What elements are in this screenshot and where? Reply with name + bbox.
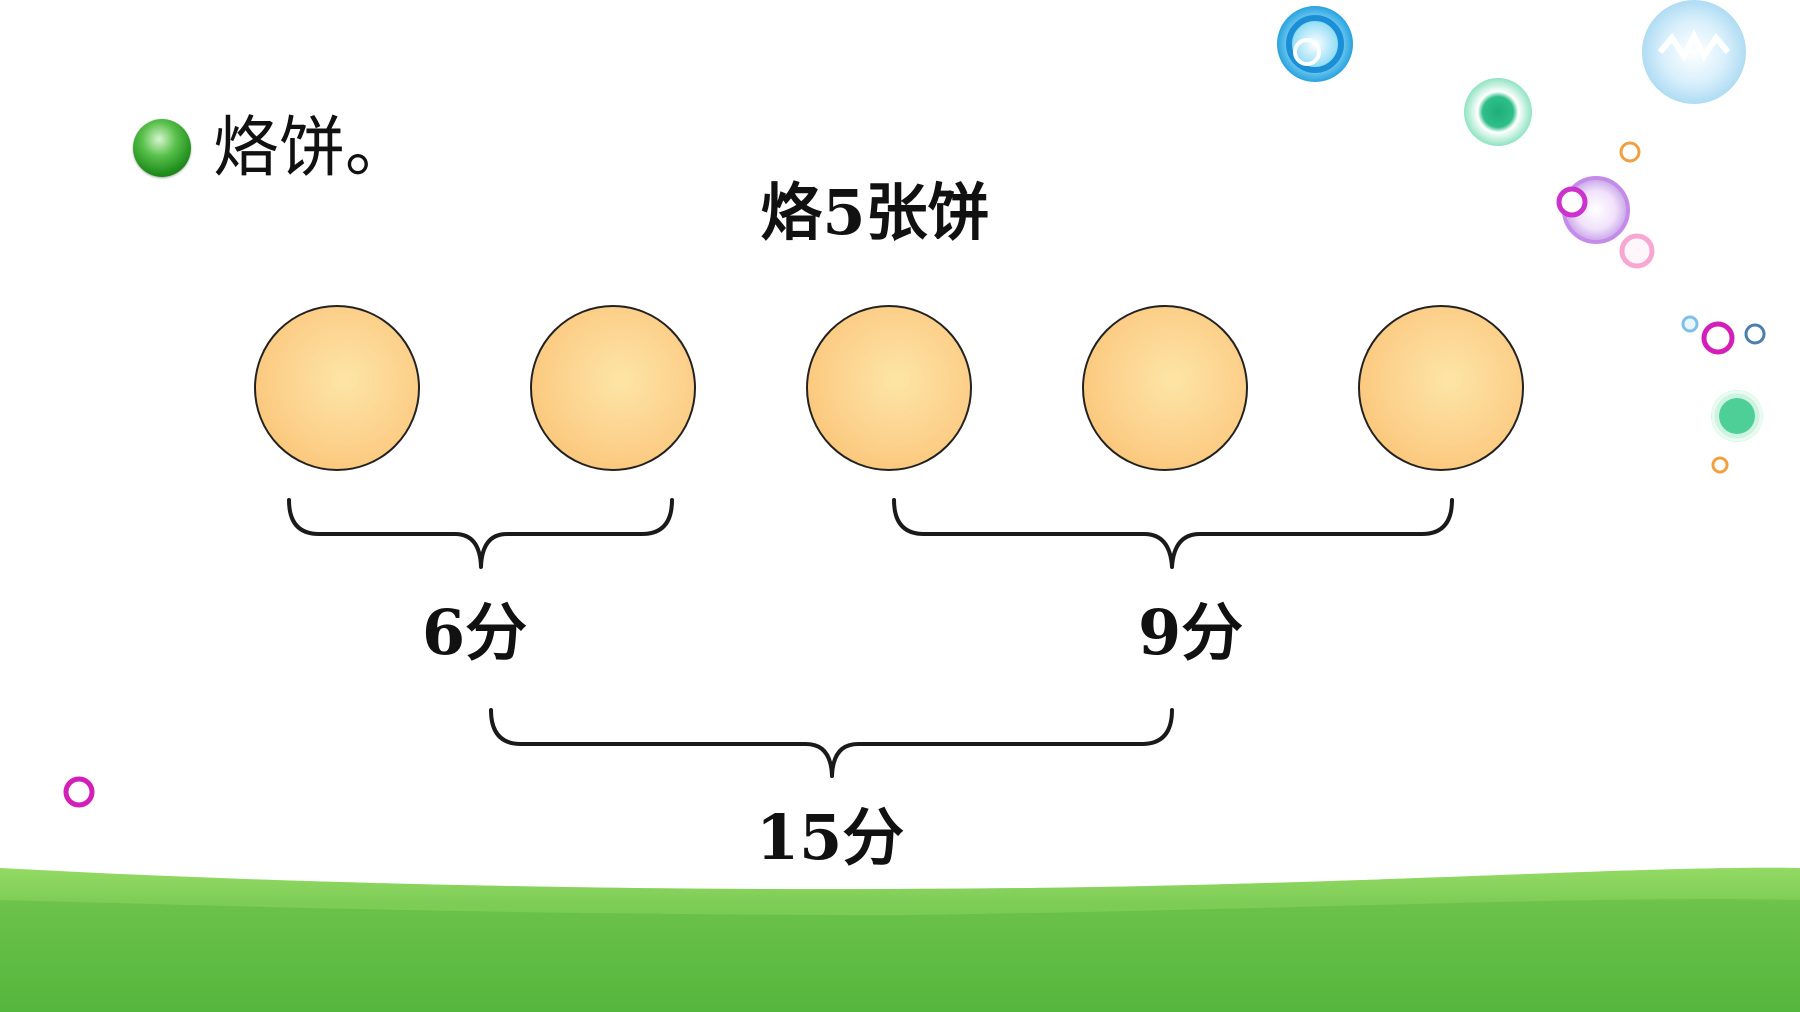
bubble-icon <box>1711 390 1763 442</box>
diagram-title: 烙5张饼 <box>760 176 990 249</box>
slide-heading: 烙饼。 <box>213 109 411 186</box>
time-label-total: 15分 <box>756 801 905 874</box>
bubble-icon <box>1701 321 1735 355</box>
pancake <box>530 305 696 471</box>
pancake <box>254 305 420 471</box>
heading-row: 烙饼。 <box>133 108 411 188</box>
time-label-left: 6分 <box>422 596 528 669</box>
bubble-icon <box>1681 315 1699 333</box>
bubble-icon <box>1556 176 1630 244</box>
pancake <box>806 305 972 471</box>
total-brace <box>489 708 1174 778</box>
bubble-icon <box>1277 6 1353 82</box>
left-brace <box>287 498 674 569</box>
grass-hill <box>0 867 1800 1012</box>
right-brace <box>892 498 1454 569</box>
pancake <box>1082 305 1248 471</box>
bullet-icon <box>133 119 191 177</box>
bubble-icon <box>1744 323 1766 345</box>
bubble-icon <box>1464 78 1532 146</box>
bubble-icon <box>63 776 95 808</box>
bubble-icon <box>1619 141 1641 163</box>
bubble-icon <box>1619 233 1655 269</box>
bubble-icon <box>1711 456 1729 474</box>
time-label-right: 9分 <box>1138 596 1244 669</box>
pancake <box>1358 305 1524 471</box>
bubble-icon <box>1642 0 1746 104</box>
